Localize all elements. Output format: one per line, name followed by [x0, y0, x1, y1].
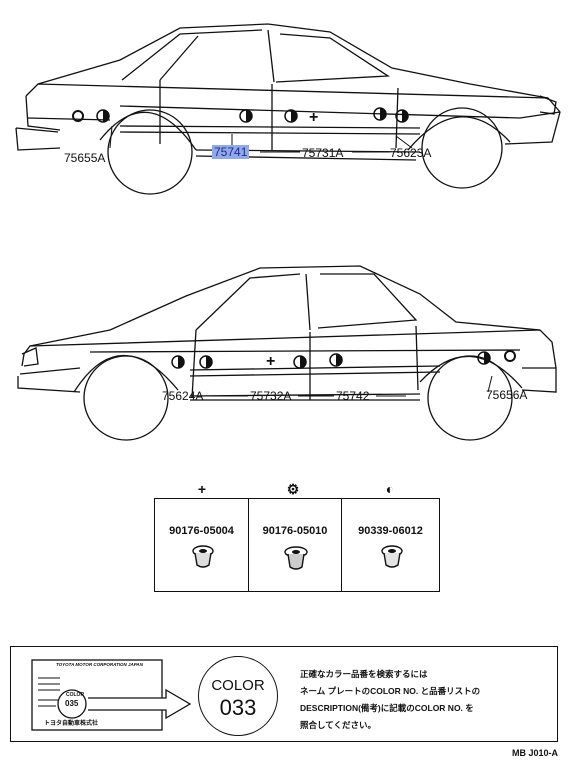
label-75623a: 75623A	[390, 146, 432, 160]
plate-color-no: 035	[65, 699, 79, 708]
plate-maker: トヨタ自動車株式社	[44, 721, 99, 727]
color-circle: COLOR 033	[198, 656, 278, 736]
parts-cell-2[interactable]: 90176-05010	[248, 499, 341, 591]
note-line: DESCRIPTION(備考)に記載のCOLOR NO. を	[300, 703, 474, 713]
clip-part-icon	[192, 545, 214, 568]
svg-text:+: +	[309, 109, 318, 126]
label-75741-highlighted[interactable]: 75741	[212, 145, 250, 159]
parts-table: 90176-05004 90176-05010 90339-06012	[154, 498, 440, 592]
label-75742: 75742	[336, 389, 370, 403]
part-number: 90176-05010	[262, 525, 328, 537]
part-number: 90339-06012	[358, 525, 423, 537]
lookup-instructions: 正確なカラー品番を検索するには ネーム プレートのCOLOR NO. と品番リス…	[300, 666, 480, 734]
color-word: COLOR	[211, 677, 265, 694]
page-code: MB J010-A	[511, 748, 558, 758]
top-car-diagram: +	[15, 23, 561, 195]
svg-text:+: +	[266, 353, 275, 370]
plate-color-word: COLOR	[66, 692, 85, 698]
label-75656a: 75656A	[486, 388, 528, 402]
label-75732a: 75732A	[250, 389, 292, 403]
clip-type-c-icon: ◐	[385, 481, 395, 497]
clip-type-a-icon: +	[197, 481, 207, 497]
part-number: 90176-05004	[169, 525, 234, 537]
label-75624a: 75624A	[162, 389, 204, 403]
name-plate-illustration	[31, 659, 192, 731]
color-plate-box	[10, 646, 558, 742]
note-line: 正確なカラー品番を検索するには	[300, 669, 428, 679]
note-line: 照合してください。	[300, 720, 376, 730]
parts-cell-3[interactable]: 90339-06012	[341, 499, 439, 591]
plate-header: TOYOTA MOTOR CORPORATION JAPAN	[56, 662, 143, 667]
parts-cell-1[interactable]: 90176-05004	[155, 499, 248, 591]
color-number: 033	[219, 695, 257, 720]
note-line: ネーム プレートのCOLOR NO. と品番リストの	[300, 686, 481, 696]
clip-part-icon	[284, 546, 308, 570]
label-75655a: 75655A	[64, 151, 106, 165]
clip-type-b-icon: ⚙	[286, 481, 300, 497]
label-75731a: 75731A	[302, 146, 344, 160]
clip-part-icon	[381, 545, 403, 568]
bottom-car-diagram: +	[17, 265, 557, 441]
